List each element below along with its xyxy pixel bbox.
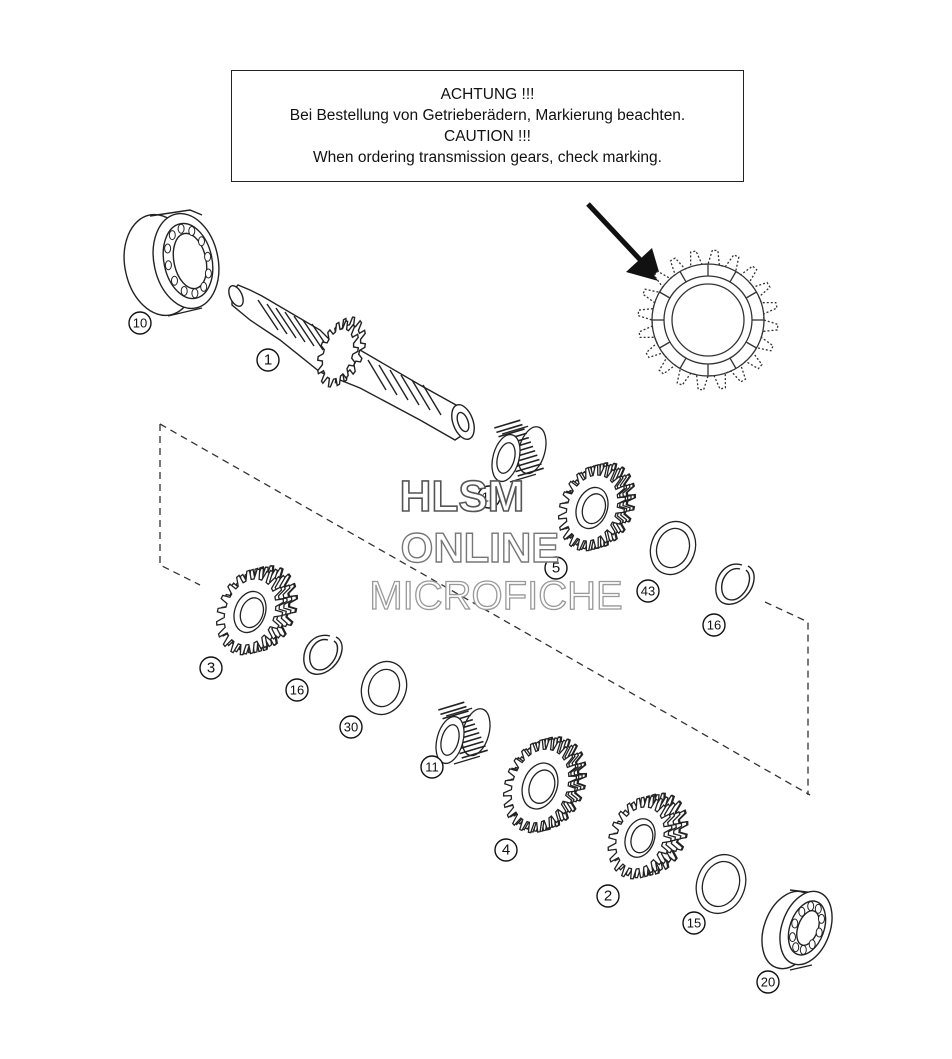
caution-notice-box: ACHTUNG !!! Bei Bestellung von Getrieber… bbox=[231, 70, 744, 182]
svg-text:5: 5 bbox=[552, 560, 560, 577]
circlip-part-16-lower bbox=[303, 634, 343, 675]
svg-text:43: 43 bbox=[641, 584, 655, 599]
callout-labels: 1 10 12 5 43 16 3 16 30 11 4 2 15 20 bbox=[128, 311, 780, 994]
callout-12: 12 bbox=[477, 485, 501, 509]
washer-part-43 bbox=[649, 520, 697, 576]
svg-text:30: 30 bbox=[344, 720, 358, 735]
callout-15: 15 bbox=[682, 911, 706, 935]
callout-30: 30 bbox=[339, 715, 363, 739]
svg-text:11: 11 bbox=[425, 760, 439, 775]
callout-10: 10 bbox=[128, 311, 152, 335]
callout-43: 43 bbox=[636, 579, 660, 603]
bearing-part-10 bbox=[123, 209, 220, 317]
svg-text:3: 3 bbox=[207, 660, 215, 677]
dashed-assembly-lines bbox=[159, 423, 811, 796]
caution-heading-english: CAUTION !!! bbox=[444, 128, 531, 145]
callout-2: 2 bbox=[596, 884, 620, 908]
svg-text:12: 12 bbox=[482, 490, 496, 505]
svg-text:1: 1 bbox=[264, 352, 272, 369]
gear-part-2 bbox=[607, 792, 689, 880]
gear-part-3 bbox=[215, 565, 299, 656]
bearing-part-20 bbox=[761, 889, 833, 971]
callout-3: 3 bbox=[199, 656, 223, 680]
washer-part-30 bbox=[360, 660, 408, 716]
callout-5: 5 bbox=[544, 556, 568, 580]
svg-text:4: 4 bbox=[502, 842, 510, 859]
callout-20: 20 bbox=[756, 970, 780, 994]
callout-11: 11 bbox=[420, 755, 444, 779]
svg-text:16: 16 bbox=[707, 618, 721, 633]
gear-part-5 bbox=[557, 462, 637, 552]
svg-text:20: 20 bbox=[761, 975, 775, 990]
svg-text:16: 16 bbox=[290, 683, 304, 698]
main-shaft-part-1 bbox=[228, 284, 475, 441]
gear-part-4 bbox=[502, 736, 588, 834]
circlip-part-16-upper bbox=[715, 563, 755, 605]
callout-1: 1 bbox=[256, 348, 280, 372]
marking-arrow bbox=[586, 202, 662, 282]
needle-bearing-part-11 bbox=[435, 701, 491, 765]
caution-heading-german: ACHTUNG !!! bbox=[440, 86, 535, 103]
svg-text:15: 15 bbox=[687, 916, 701, 931]
svg-text:10: 10 bbox=[133, 316, 147, 331]
washer-part-15 bbox=[695, 853, 747, 915]
callout-4: 4 bbox=[494, 838, 518, 862]
svg-text:2: 2 bbox=[604, 888, 612, 905]
caution-text-german: Bei Bestellung von Getrieberädern, Marki… bbox=[289, 107, 686, 124]
callout-16a: 16 bbox=[702, 613, 726, 637]
callout-16b: 16 bbox=[285, 678, 309, 702]
needle-bearing-part-12 bbox=[491, 419, 547, 483]
detail-gear-marking bbox=[637, 249, 779, 391]
caution-text-english: When ordering transmission gears, check … bbox=[313, 149, 662, 166]
